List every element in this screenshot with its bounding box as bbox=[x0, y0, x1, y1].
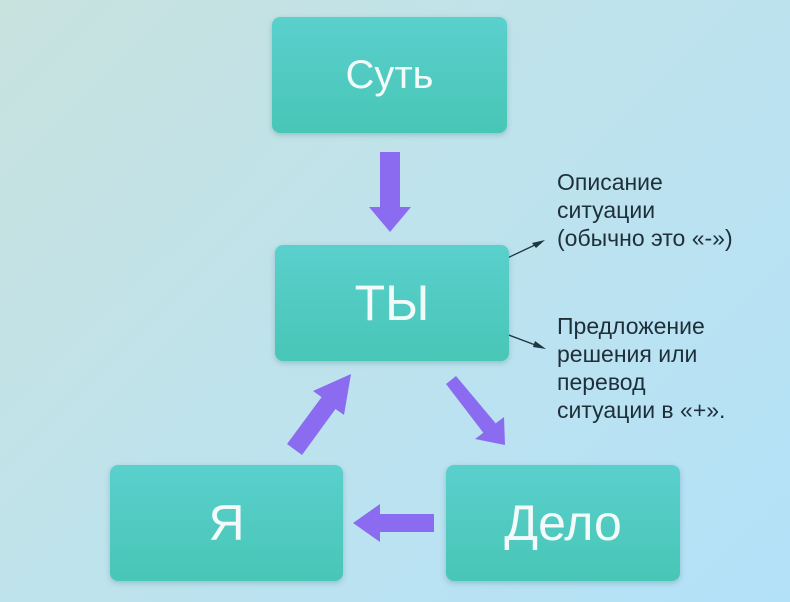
node-sut: Суть bbox=[272, 17, 507, 133]
note-situation-line: (обычно это «-») bbox=[557, 225, 733, 251]
pointer-situation-head bbox=[532, 240, 545, 248]
node-ty: ТЫ bbox=[275, 245, 509, 361]
note-solution-line: ситуации в «+». bbox=[557, 397, 726, 423]
node-ya: Я bbox=[110, 465, 343, 581]
arrow-ya-to-ty bbox=[287, 374, 351, 455]
note-situation: Описание ситуации (обычно это «-») bbox=[557, 168, 733, 252]
node-delo: Дело bbox=[446, 465, 680, 581]
node-ya-label: Я bbox=[208, 495, 245, 551]
note-solution: Предложение решения или перевод ситуации… bbox=[557, 312, 725, 424]
note-situation-line: Описание bbox=[557, 169, 663, 195]
arrow-delo-to-ya bbox=[353, 504, 434, 542]
node-delo-label: Дело bbox=[504, 495, 622, 551]
node-ty-label: ТЫ bbox=[354, 275, 430, 331]
arrow-ty-to-delo bbox=[446, 376, 505, 445]
note-solution-line: Предложение bbox=[557, 313, 705, 339]
pointer-solution-head bbox=[533, 341, 546, 349]
note-situation-line: ситуации bbox=[557, 197, 656, 223]
note-solution-line: перевод bbox=[557, 369, 646, 395]
node-sut-label: Суть bbox=[345, 52, 434, 97]
note-solution-line: решения или bbox=[557, 341, 698, 367]
arrow-sut-to-ty bbox=[369, 152, 411, 232]
